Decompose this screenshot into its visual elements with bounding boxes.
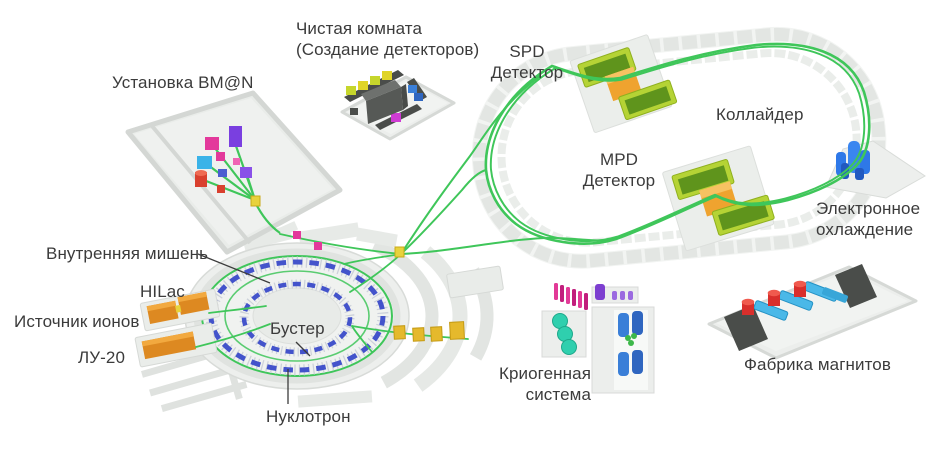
internal-target-pointer <box>197 253 271 284</box>
transfer-line-magnets <box>293 231 465 342</box>
label-hilac: HILac <box>140 282 185 301</box>
magnet-factory <box>707 264 918 360</box>
beam-junction-node <box>394 246 405 258</box>
label-lu20: ЛУ-20 <box>78 348 126 367</box>
booster-pointer <box>295 341 311 357</box>
cryogenic-system <box>541 283 655 394</box>
clean-room <box>340 70 456 141</box>
bmn-beam-tree <box>200 142 281 234</box>
label-ion-source: Источник ионов <box>14 312 140 331</box>
label-cryogenic-system: Криогенная система <box>498 364 591 405</box>
label-clean-room: Чистая комната (Создание детекторов) <box>296 19 480 60</box>
label-booster: Бустер <box>270 319 325 338</box>
label-magnet-factory: Фабрика магнитов <box>744 355 891 374</box>
label-internal-target: Внутренняя мишень <box>46 244 209 263</box>
electron-cooling <box>825 140 926 199</box>
booster-ring <box>241 281 353 355</box>
label-electron-cooling: Электронное охлаждение <box>816 199 921 240</box>
label-spd-detector: SPD Детектор <box>490 42 564 83</box>
label-collider: Коллайдер <box>716 105 804 124</box>
pointer-lines <box>197 253 311 404</box>
cryo-pipes <box>554 283 588 310</box>
label-bmn: Установка BM@N <box>112 73 254 92</box>
label-mpd-detector: MPD Детектор <box>582 150 656 191</box>
label-nuclotron: Нуклотрон <box>266 407 351 426</box>
bmn-detector-elements <box>195 126 261 207</box>
hilac-lu20 <box>134 288 221 368</box>
